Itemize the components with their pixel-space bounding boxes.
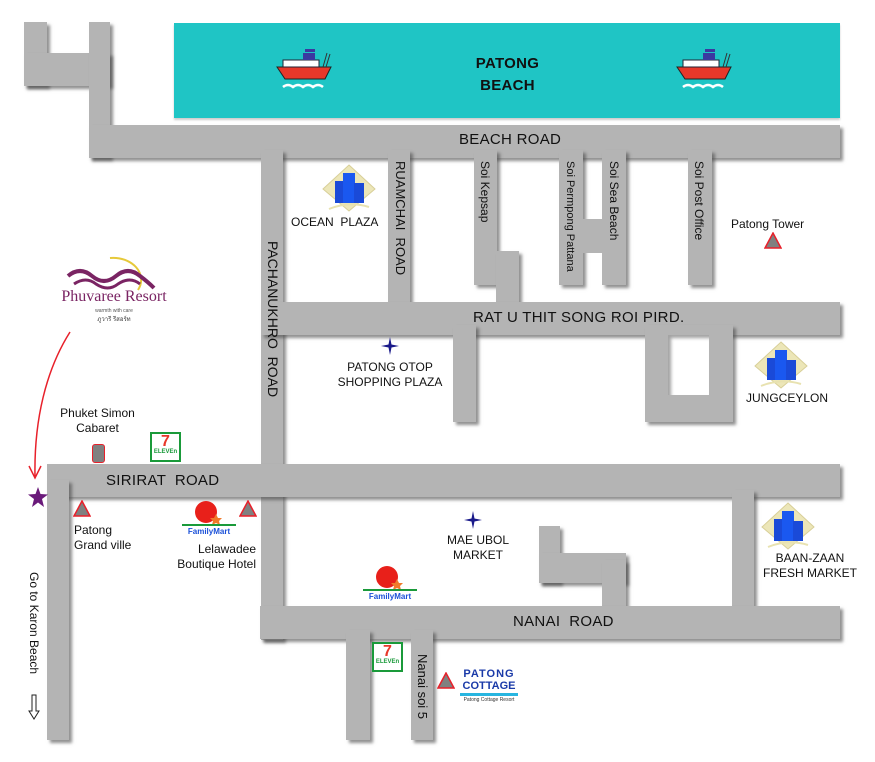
patong-beach-label: PATONG BEACH [460, 53, 555, 97]
go-to-karon-label: Go to Karon Beach [27, 572, 41, 675]
familymart-mascot-icon [363, 566, 417, 591]
pachanukhro-road [261, 150, 283, 640]
seven-eleven-seven: 7 [383, 643, 392, 660]
cottage-line1: PATONG [463, 668, 515, 680]
baan-zaan-line2: FRESH MARKET [762, 566, 857, 580]
sirirat-road [47, 464, 840, 497]
lelawadee-line2: Boutique Hotel [177, 557, 256, 571]
triangle-landmark-icon [239, 500, 257, 517]
phuvaree-tagline: warmth with care [95, 308, 133, 314]
building-icon [761, 502, 815, 550]
patong-grandville-label: Patong Grand ville [74, 523, 131, 553]
patong-tower-label: Patong Tower [731, 217, 805, 231]
ocean-plaza-label: OCEAN PLAZA [291, 215, 379, 229]
triangle-landmark-icon [73, 500, 91, 517]
soi-post-office-label: Soi Post Office [692, 161, 706, 241]
mae-ubol-line1: MAE UBOL [446, 533, 509, 547]
jungceylon-loop-inner [668, 335, 709, 395]
seven-eleven-text: ELEVEn [153, 449, 178, 455]
cabaret-marker-icon [92, 444, 105, 463]
triangle-landmark-icon [764, 232, 782, 249]
mae-ubol-line2: MARKET [452, 548, 503, 562]
simon-line2: Cabaret [76, 421, 119, 435]
nanai-soi-5-label: Nanai soi 5 [415, 654, 430, 720]
lelawadee-label: Lelawadee Boutique Hotel [160, 542, 256, 572]
soi-sea-beach-road [602, 150, 626, 285]
soi-kepsap-road [474, 150, 497, 285]
familymart-mascot-icon [182, 501, 236, 526]
road-top-left-right [89, 22, 110, 158]
triangle-landmark-icon [437, 672, 455, 689]
boat-icon [676, 49, 732, 89]
nanai-soi-road-1 [346, 630, 370, 740]
soi-sea-beach-label: Soi Sea Beach [607, 161, 621, 241]
seven-eleven-icon: 7 ELEVEn [372, 642, 403, 672]
seven-eleven-seven: 7 [161, 433, 170, 450]
cottage-wave [460, 693, 518, 696]
boat-icon [276, 49, 332, 89]
building-icon [754, 341, 808, 389]
simon-cabaret-label: Phuket Simon Cabaret [45, 406, 150, 436]
beach-label-line1: PATONG [475, 55, 540, 72]
mae-ubol-label: MAE UBOL MARKET [438, 533, 518, 563]
soi-permpong-road [559, 150, 583, 285]
soi-connector [580, 219, 605, 253]
rat-u-thit-label: RAT U THIT SONG ROI PIRD. [473, 309, 685, 326]
mae-ubol-lane-3 [602, 560, 626, 610]
sirirat-road-label: SIRIRAT ROAD [106, 472, 220, 489]
cottage-line2: COTTAGE [462, 680, 516, 692]
purple-star-icon [28, 487, 48, 507]
grandville-line1: Patong [74, 523, 113, 537]
grandville-line2: Grand ville [74, 538, 132, 552]
familymart-icon: FamilyMart [363, 565, 417, 605]
beach-label-line2: BEACH [480, 77, 535, 94]
otop-line2: SHOPPING PLAZA [337, 375, 443, 389]
rat-u-thit-road [261, 302, 840, 335]
soi-kepsap-jog [496, 251, 519, 306]
familymart-text: FamilyMart [368, 592, 412, 601]
pachanukhro-road-label: PACHANUKHRO ROAD [265, 241, 281, 398]
familymart-icon: FamilyMart [182, 500, 236, 540]
cross-star-icon [381, 337, 399, 355]
road-right-connector [732, 490, 754, 615]
karon-road [47, 480, 69, 740]
phuvaree-waves-icon [66, 256, 156, 291]
ruamchai-road [388, 150, 410, 305]
cross-star-icon [464, 511, 482, 529]
down-arrow-icon [28, 694, 40, 720]
baan-zaan-line1: BAAN-ZAAN [775, 551, 845, 565]
otop-label: PATONG OTOP SHOPPING PLAZA [330, 360, 450, 390]
ruamchai-road-label: RUAMCHAI ROAD [393, 161, 408, 276]
otop-line1: PATONG OTOP [347, 360, 433, 374]
seven-eleven-icon: 7 ELEVEn [150, 432, 181, 462]
beach-road [89, 125, 840, 158]
soi-kepsap-label: Soi Kepsap [478, 161, 492, 223]
familymart-text: FamilyMart [187, 527, 231, 536]
nanai-soi-5-road [411, 630, 433, 740]
phuvaree-resort-logo: Phuvaree Resort warmth with care ภูวารี … [50, 250, 178, 328]
soi-post-office-road [688, 150, 712, 285]
curved-arrow-icon [28, 331, 71, 480]
soi-permpong-label: Soi Permpong Pattana [564, 161, 576, 272]
nanai-road-label: NANAI ROAD [513, 613, 614, 630]
phuvaree-name: Phuvaree Resort [61, 288, 167, 305]
cottage-sub: Patong Cottage Resort [463, 697, 515, 703]
patong-cottage-logo: PATONG COTTAGE Patong Cottage Resort [456, 668, 522, 708]
simon-line1: Phuket Simon [60, 406, 135, 420]
baan-zaan-label: BAAN-ZAAN FRESH MARKET [755, 551, 865, 581]
rat-u-thit-side-road [453, 325, 476, 422]
phuvaree-thai: ภูวารี รีสอร์ท [97, 317, 131, 323]
seven-eleven-text: ELEVEn [375, 659, 400, 665]
building-icon [322, 164, 376, 212]
beach-road-label: BEACH ROAD [459, 131, 562, 148]
lelawadee-line1: Lelawadee [197, 542, 256, 556]
jungceylon-label: JUNGCEYLON [746, 391, 829, 405]
